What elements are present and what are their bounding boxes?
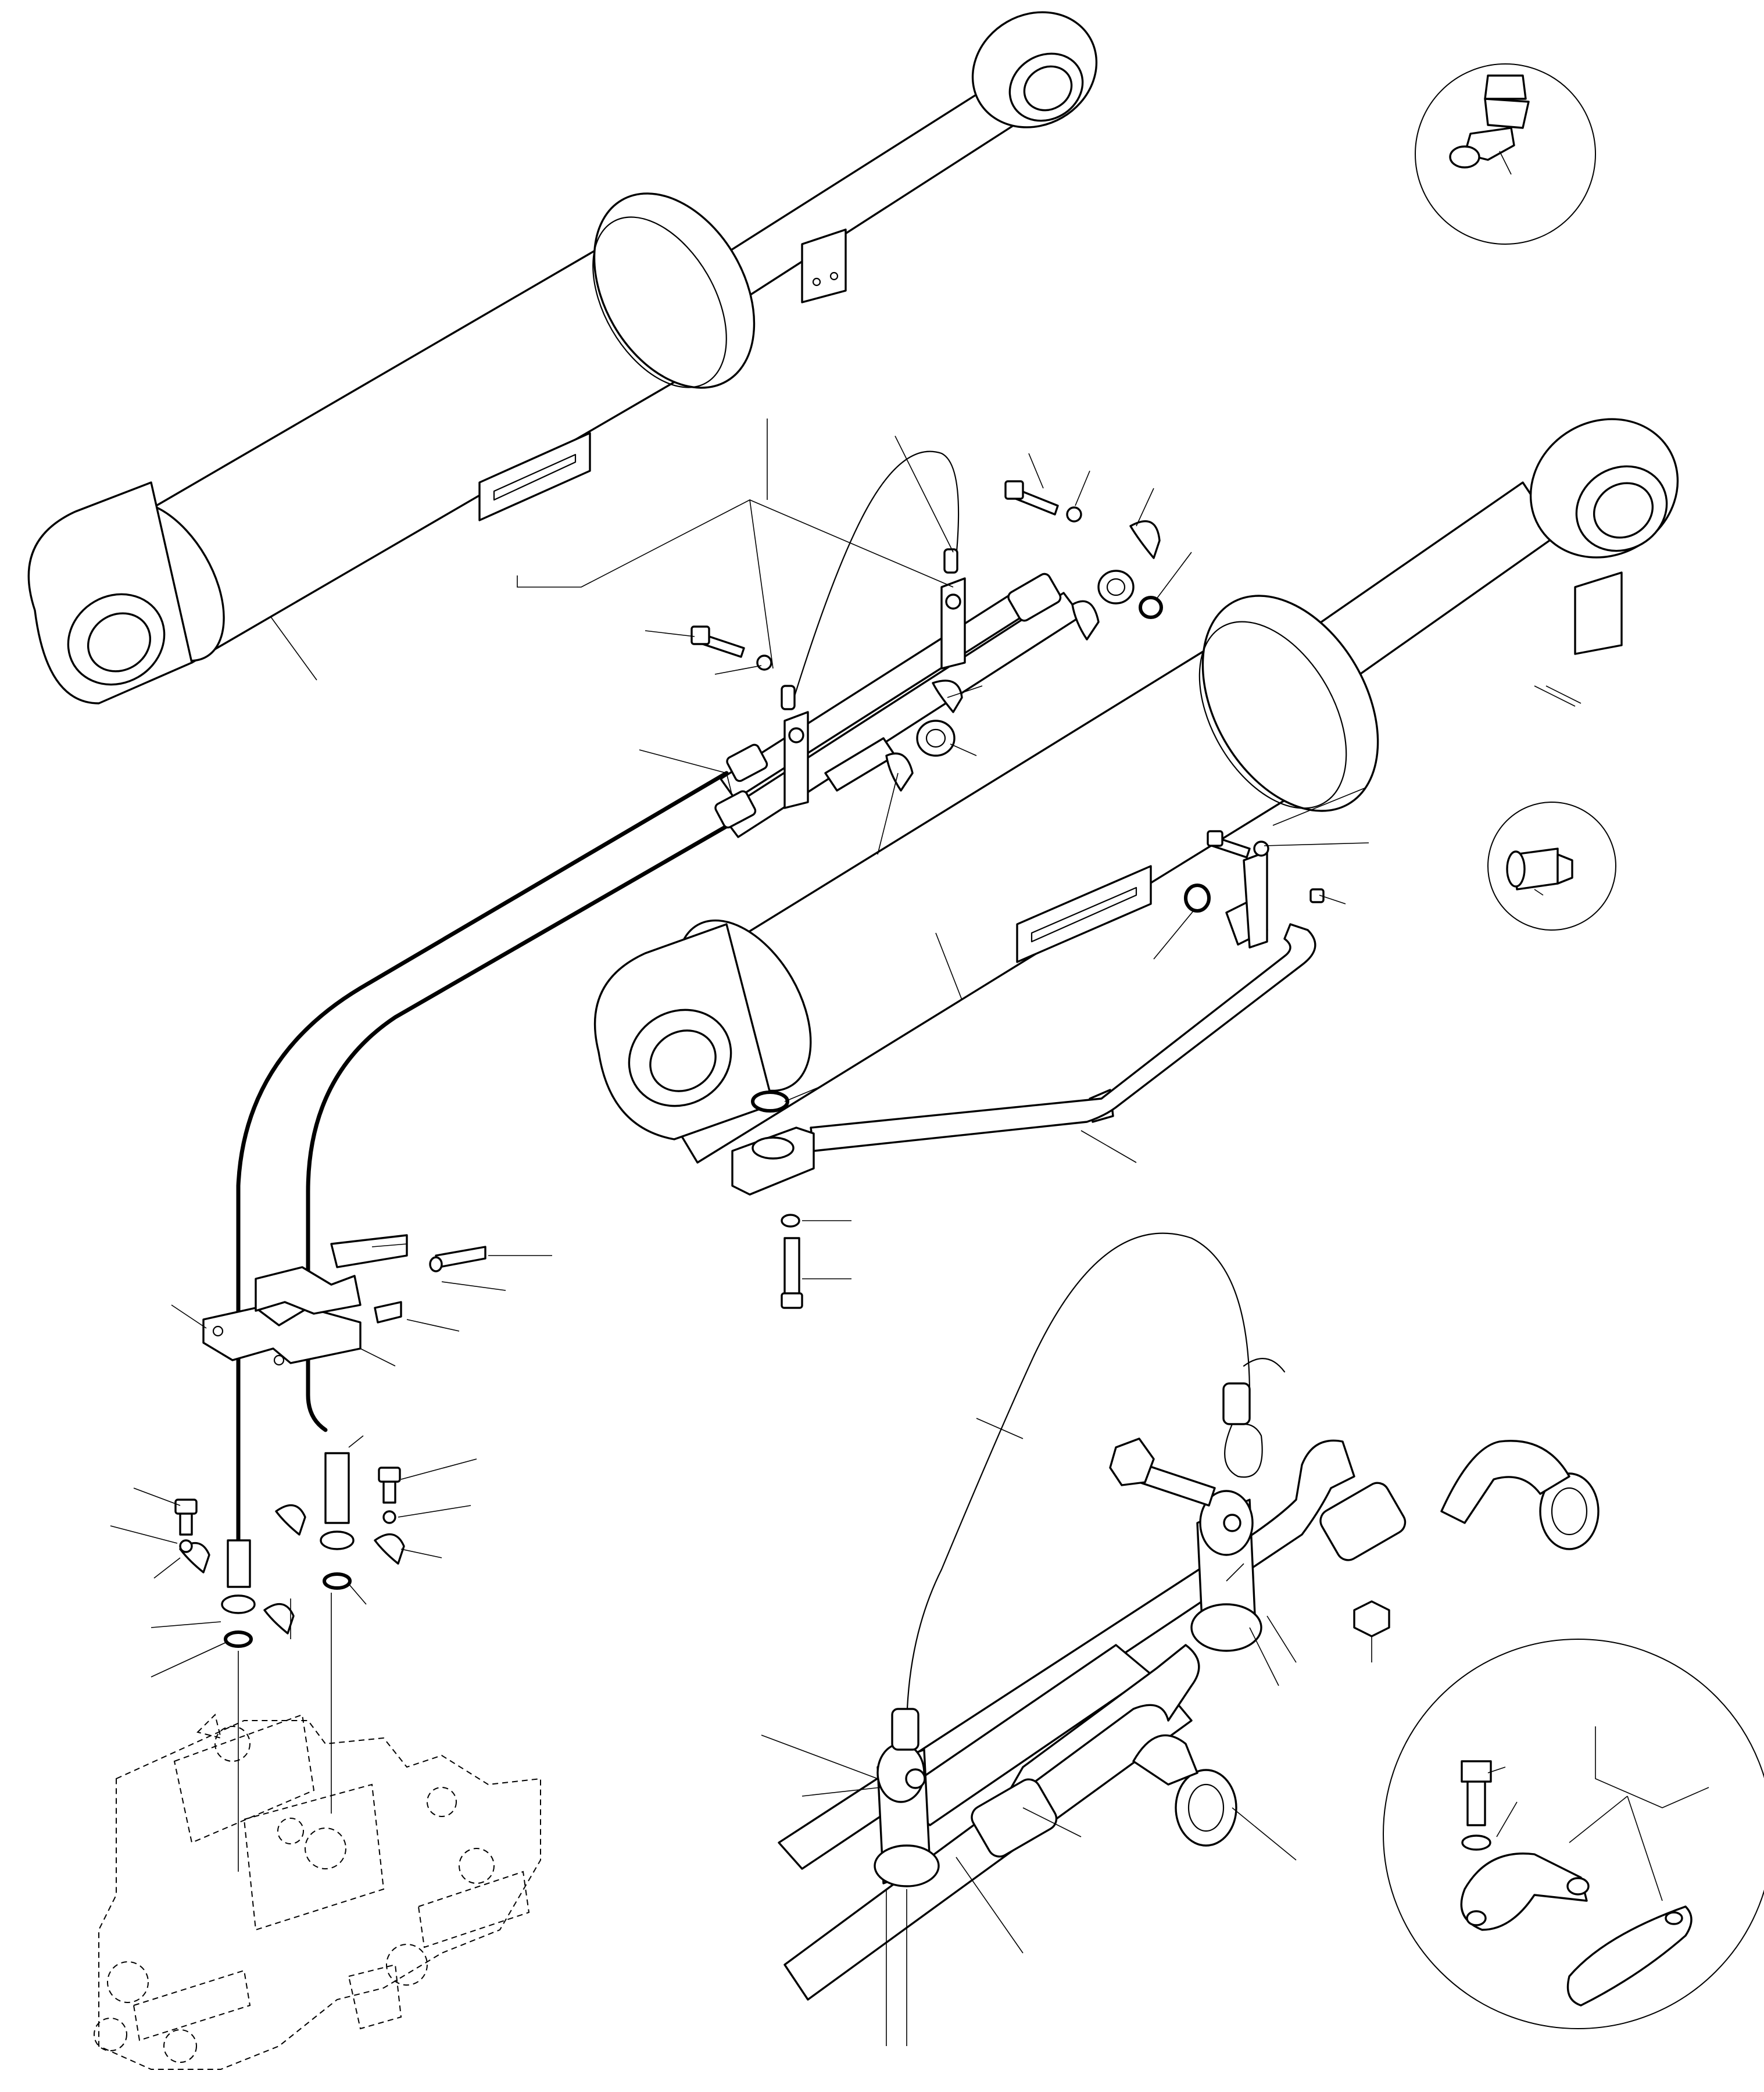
tube-bracket-detail xyxy=(761,1232,1600,2046)
flange-clamp-detail xyxy=(1383,1639,1764,2029)
control-valve-block xyxy=(94,1714,541,2070)
upper-hydraulic-cylinder xyxy=(27,11,1098,705)
hydraulic-hose-pair xyxy=(236,743,768,1543)
lower-hydraulic-cylinder xyxy=(593,418,1679,1164)
grease-fitting-straight xyxy=(1487,802,1616,931)
hose-clamp-block xyxy=(171,1234,552,1367)
valve-fittings xyxy=(110,1435,477,1872)
grease-fitting-angled xyxy=(1415,63,1596,245)
steel-tube-assembly xyxy=(517,419,1576,1309)
misc-leaders xyxy=(1545,685,1581,704)
